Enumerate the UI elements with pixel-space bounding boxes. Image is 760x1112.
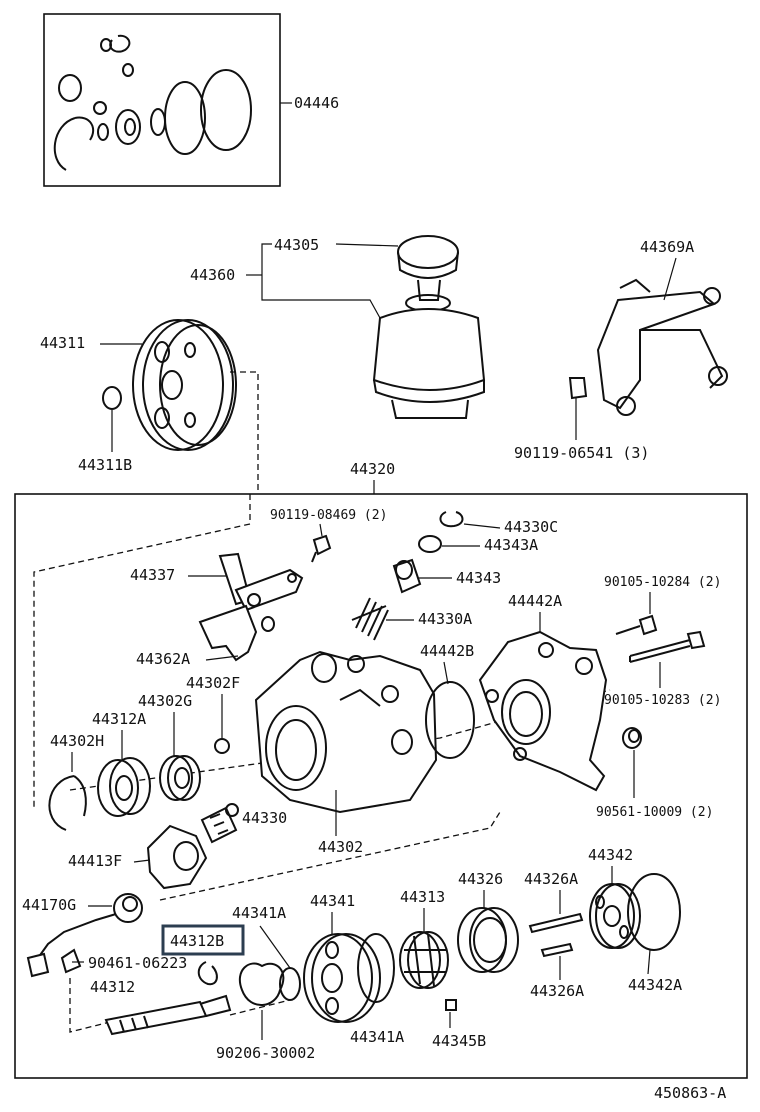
pump-body-44302 xyxy=(254,650,438,814)
label-plate-42: 44342 xyxy=(588,846,633,864)
shaft-44312 xyxy=(104,994,232,1036)
axis-dash-shaft xyxy=(69,978,111,1033)
label-ring-f: 44302F xyxy=(186,674,240,692)
label-spring: 44330A xyxy=(418,610,472,628)
label-snap-h: 44302H xyxy=(50,732,104,750)
label-vane: 44345B xyxy=(432,1032,486,1050)
rotor-44313 xyxy=(399,931,449,989)
shaft-44337 xyxy=(218,552,304,612)
label-housing-a: 44442A xyxy=(508,592,562,610)
label-bolt-top: 90119-08469 (2) xyxy=(270,508,387,523)
pulley-dash xyxy=(230,371,259,494)
vane-44345b xyxy=(445,999,457,1011)
plate-44341 xyxy=(303,933,381,1023)
pin-44326a-top xyxy=(528,912,584,934)
label-cover-a: 44342A xyxy=(628,976,682,994)
pulley xyxy=(132,319,237,451)
label-oring-902: 90206-30002 xyxy=(216,1044,315,1062)
label-plate-44362a: 44362A xyxy=(136,650,190,668)
label-screw: 90461-06223 xyxy=(88,954,187,972)
label-pin-a-bottom: 44326A xyxy=(530,982,584,1000)
label-pump-assembly: 44320 xyxy=(350,460,395,478)
label-cover-f: 44413F xyxy=(68,852,122,870)
label-bolt-a: 90105-10284 (2) xyxy=(604,575,721,590)
bolt-90105-10284 xyxy=(615,614,658,636)
label-kit: 04446 xyxy=(294,94,339,112)
reservoir-bracket-line xyxy=(261,243,381,319)
label-oring-a: 44343A xyxy=(484,536,538,554)
plug-90561 xyxy=(622,727,642,749)
seal-44341a-bottom xyxy=(357,933,395,1003)
bracket-44369a xyxy=(568,278,728,416)
spring-44330a xyxy=(351,597,389,641)
snap-ring-44302h xyxy=(48,775,87,831)
label-bracket-bolt: 90119-06541 (3) xyxy=(514,444,649,462)
plate-44342 xyxy=(589,883,641,949)
label-body: 44302 xyxy=(318,838,363,856)
snap-ring-44330c xyxy=(439,511,464,528)
label-pulley: 44311 xyxy=(40,334,85,352)
label-bracket: 44369A xyxy=(640,238,694,256)
label-seal-a-bottom: 44341A xyxy=(350,1028,404,1046)
gasket-44442b xyxy=(425,681,475,759)
kit-frame xyxy=(43,13,281,187)
valve-44343 xyxy=(392,558,422,594)
label-snap-ring-c: 44330C xyxy=(504,518,558,536)
bolt-90105-10283 xyxy=(629,630,706,663)
label-reservoir: 44360 xyxy=(190,266,235,284)
valve-44330 xyxy=(200,803,239,844)
figure-id: 450863-A xyxy=(654,1084,726,1102)
label-bearing-g: 44302G xyxy=(138,692,192,710)
label-pin-a-top: 44326A xyxy=(524,870,578,888)
label-plug: 90561-10009 (2) xyxy=(596,805,713,820)
sensor-44170g xyxy=(26,893,143,978)
label-plate-41: 44341 xyxy=(310,892,355,910)
label-shaft-44337: 44337 xyxy=(130,566,175,584)
plate-44362a xyxy=(198,604,275,662)
label-rotor: 44313 xyxy=(400,888,445,906)
label-valve: 44343 xyxy=(456,569,501,587)
highlight-box xyxy=(161,924,245,956)
cover-44342a xyxy=(627,873,681,951)
bearing-44302g xyxy=(159,755,201,801)
housing-44442a xyxy=(478,630,608,792)
label-nut: 44311B xyxy=(78,456,132,474)
oring-44343a xyxy=(418,535,442,553)
pump-assembly-frame xyxy=(14,493,748,1079)
ring-44312b xyxy=(197,961,218,986)
repair-kit-parts xyxy=(53,34,252,171)
axis-dash-left xyxy=(33,494,251,808)
oring-90206 xyxy=(239,962,285,1006)
reservoir-assembly xyxy=(372,235,486,419)
cover-44413f xyxy=(146,824,208,890)
bearing-44312a xyxy=(97,757,151,817)
axis-dash-lower xyxy=(159,811,501,901)
label-shaft: 44312 xyxy=(90,978,135,996)
label-bolt-b: 90105-10283 (2) xyxy=(604,693,721,708)
label-seal-a: 44341A xyxy=(232,904,286,922)
bolt-top xyxy=(311,534,332,563)
pin-44326a-bottom xyxy=(540,942,574,958)
label-gasket-b: 44442B xyxy=(420,642,474,660)
label-ring-b: 44312B xyxy=(170,932,224,950)
label-cam-ring: 44326 xyxy=(458,870,503,888)
cam-ring-44326 xyxy=(457,907,519,973)
label-cap: 44305 xyxy=(274,236,319,254)
label-sensor: 44170G xyxy=(22,896,76,914)
ring-44302f xyxy=(214,738,230,754)
label-bearing-a: 44312A xyxy=(92,710,146,728)
pulley-nut xyxy=(102,386,122,410)
label-valve-30: 44330 xyxy=(242,809,287,827)
